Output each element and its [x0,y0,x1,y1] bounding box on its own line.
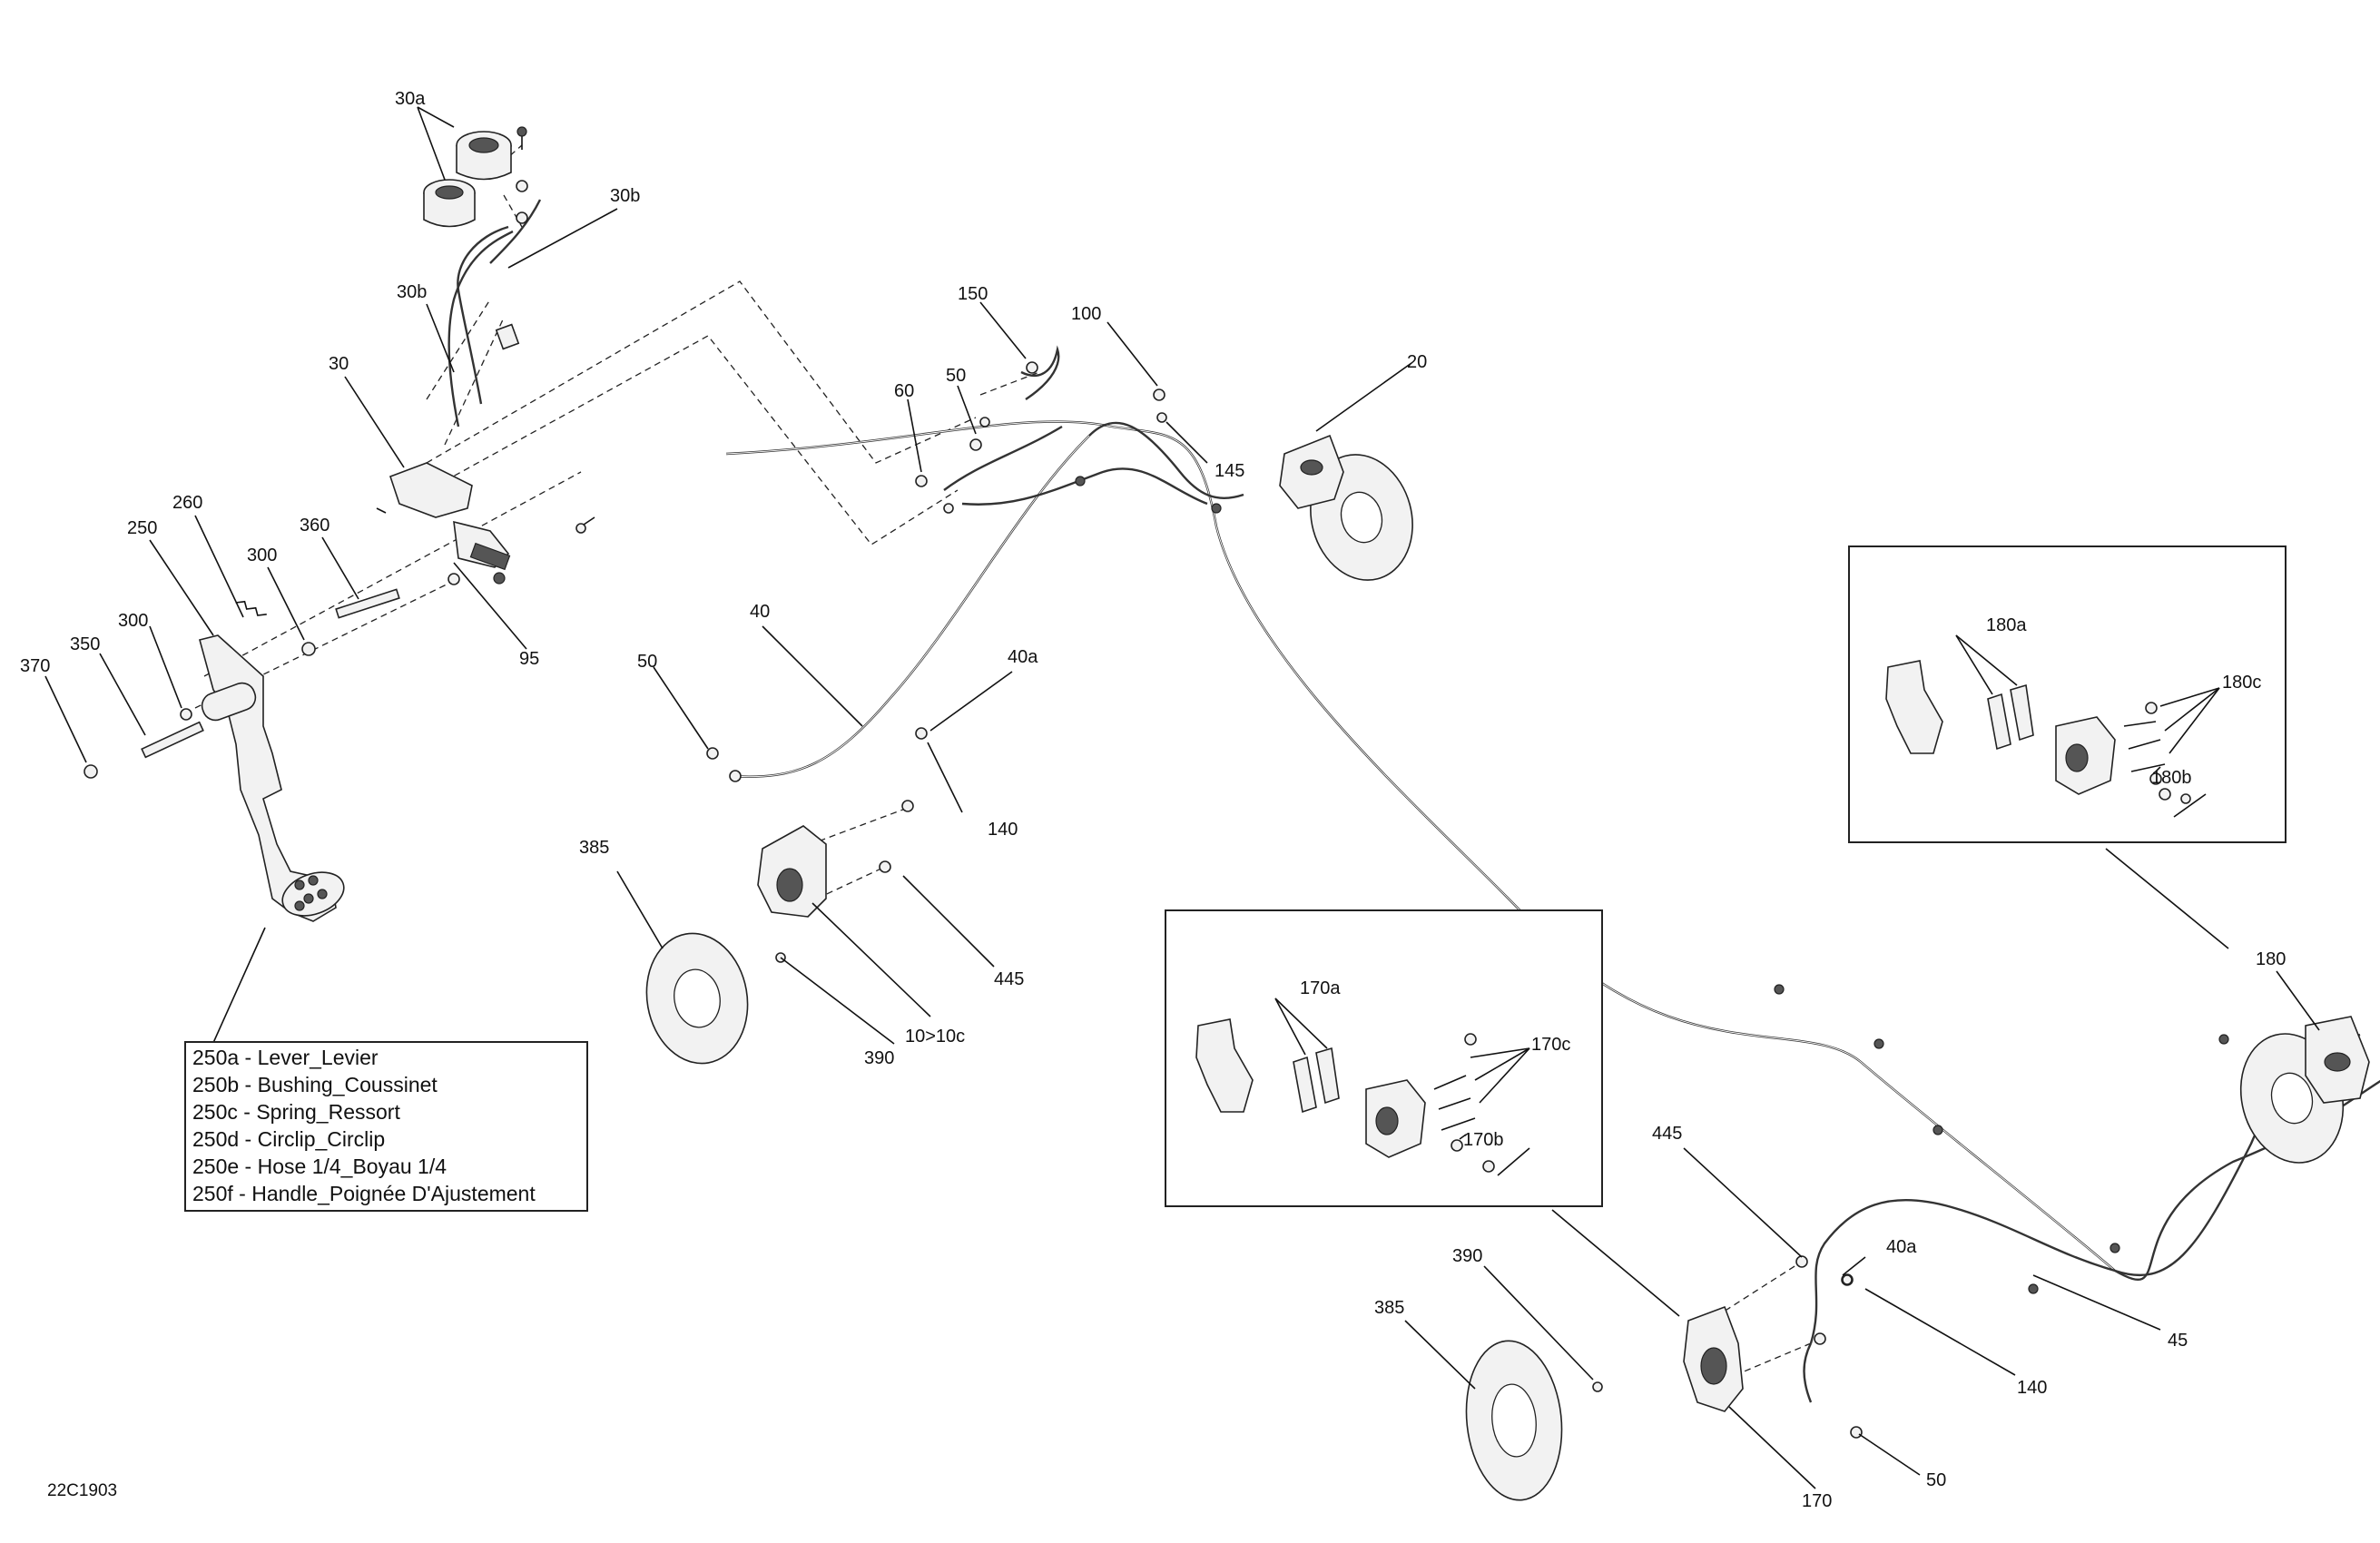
callout-390-front: 390 [864,1048,894,1068]
caliper-10 [757,800,914,918]
callout-385-rear: 385 [1374,1298,1404,1318]
inset-caliper-170-exploded [1165,909,1603,1207]
hose-clips [1075,476,2229,1294]
callout-385-front: 385 [579,838,609,858]
fittings [706,361,1853,1285]
rear-disc-385 [1465,1340,1603,1501]
callout-260: 260 [172,493,202,513]
callout-390-rear: 390 [1452,1246,1482,1266]
callout-40: 40 [750,602,770,622]
callout-10-10c: 10>10c [905,1027,965,1047]
callout-170c: 170c [1531,1035,1570,1055]
callout-40a-rear: 40a [1886,1237,1917,1257]
callout-170: 170 [1802,1491,1832,1511]
callout-370: 370 [20,656,50,676]
callout-95: 95 [519,649,539,669]
callout-50-top: 50 [946,366,966,386]
legend-line-250f: 250f - Handle_Poignée D'Ajustement [192,1182,536,1205]
callout-250: 250 [127,518,157,538]
callout-150: 150 [958,284,988,304]
callout-360: 360 [300,516,329,536]
callout-30a: 30a [395,89,426,109]
front-disc-385 [645,932,749,1065]
drawing-id: 22C1903 [47,1481,118,1500]
leader-lines [44,106,2320,1489]
callout-45: 45 [2168,1331,2188,1351]
callout-445-front: 445 [994,969,1024,989]
callout-300-upper: 300 [247,545,277,565]
callout-50-front: 50 [637,652,657,672]
parts-legend: 250a - Lever_Levier 250b - Bushing_Couss… [184,1041,588,1212]
callout-350: 350 [70,634,100,654]
front-caliper-20 [1279,434,1413,581]
callout-180c: 180c [2222,673,2261,693]
legend-line-250a: 250a - Lever_Levier [192,1046,379,1069]
callout-180a: 180a [1986,615,2027,635]
legend-line-250b: 250b - Bushing_Coussinet [192,1073,438,1096]
master-cylinder-assembly [376,126,595,585]
callout-labels: 30a 30b 30b 30 260 250 300 360 300 350 3… [20,89,2286,1511]
callout-20: 20 [1407,352,1427,372]
callout-50-rear: 50 [1926,1470,1946,1490]
callout-100: 100 [1071,304,1101,324]
rear-caliper-180 [2239,1016,2370,1164]
callout-300-lower: 300 [118,611,148,631]
legend-line-250c: 250c - Spring_Ressort [192,1100,400,1124]
callout-140-rear: 140 [2017,1378,2047,1398]
callout-145: 145 [1215,461,1244,481]
callout-445-rear: 445 [1652,1124,1682,1144]
legend-line-250d: 250d - Circlip_Circlip [192,1127,385,1151]
callout-180: 180 [2256,949,2286,969]
legend-line-250e: 250e - Hose 1/4_Boyau 1/4 [192,1155,447,1178]
callout-170b: 170b [1463,1130,1504,1150]
callout-170a: 170a [1300,978,1341,998]
callout-60: 60 [894,381,914,401]
callout-30b-top: 30b [610,186,640,206]
brake-pedal-assembly [84,588,400,922]
inset-caliper-180-exploded [1848,545,2287,843]
rear-caliper-170 [1683,1255,1863,1439]
callout-40a-front: 40a [1008,647,1038,667]
callout-30: 30 [329,354,349,374]
callout-140-front: 140 [988,820,1018,840]
callout-30b-left: 30b [397,282,427,302]
brake-hoses [447,199,2380,1403]
callout-180b: 180b [2151,768,2192,788]
